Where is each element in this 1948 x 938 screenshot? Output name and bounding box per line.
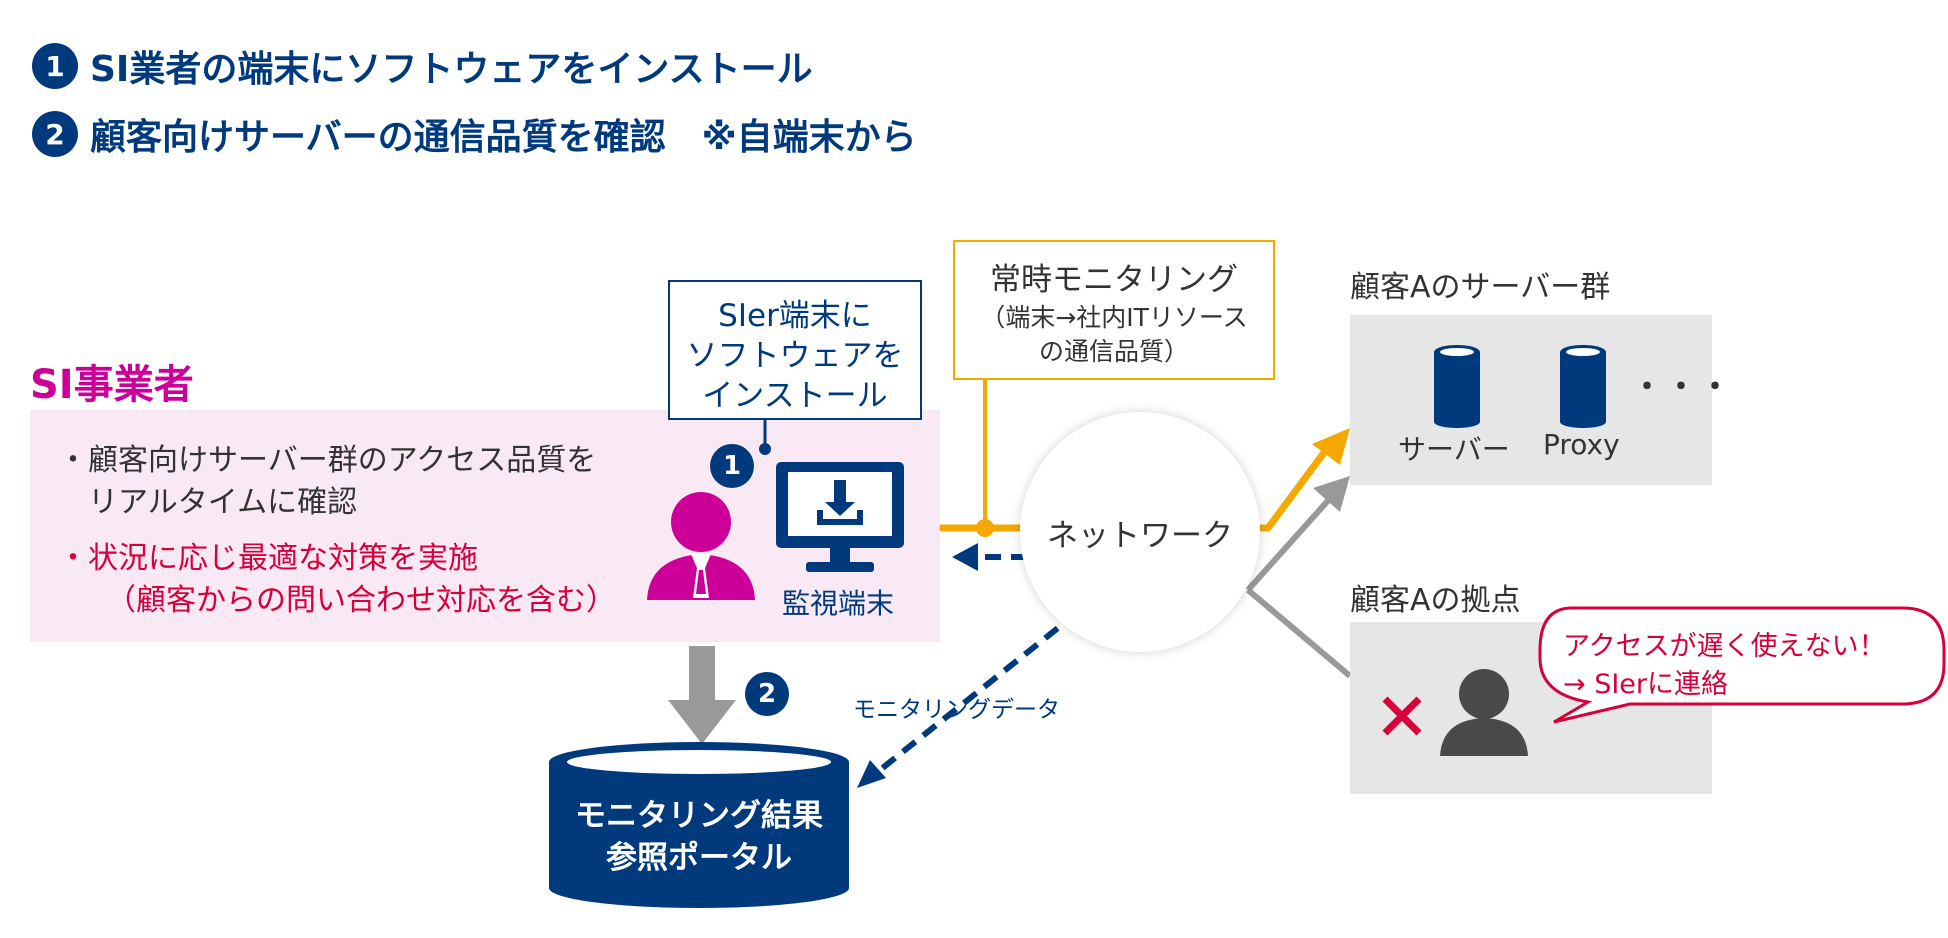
return-arrow-icon <box>952 543 978 571</box>
step-2: 2 顧客向けサーバーの通信品質を確認 ※自端末から <box>32 108 917 160</box>
portal-arrow-icon <box>857 760 886 788</box>
monitoring-sub-2: の通信品質） <box>1038 337 1189 366</box>
portal-cylinder-icon <box>549 742 849 908</box>
network-label: ネットワーク <box>1047 517 1233 554</box>
server-group-panel <box>1350 315 1712 485</box>
step-2-flow-badge: 2 <box>745 672 789 716</box>
portal-label: モニタリング結果 参照ポータル <box>548 795 850 879</box>
bullet-2-line-2: （顧客からの問い合わせ対応を含む） <box>106 583 616 618</box>
bullet-countermeasure: ・状況に応じ最適な対策を実施 （顧客からの問い合わせ対応を含む） <box>58 538 616 622</box>
more-servers-ellipsis: ・・・ <box>1632 370 1734 405</box>
server-label: サーバー <box>1398 433 1510 466</box>
step-1-badge: 1 <box>32 43 78 89</box>
monitoring-sub-1: （端末→社内ITリソース <box>980 303 1248 332</box>
monitoring-callout: 常時モニタリング （端末→社内ITリソース の通信品質） <box>953 240 1275 380</box>
proxy-icon <box>1560 345 1606 428</box>
bullet-realtime-check: ・顧客向けサーバー群のアクセス品質を リアルタイムに確認 <box>58 440 596 524</box>
customer-user-icon <box>1440 669 1528 756</box>
server-group-title: 顧客Aのサーバー群 <box>1350 270 1611 305</box>
down-arrow-shaft <box>689 646 715 702</box>
monitoring-title: 常時モニタリング <box>990 262 1238 298</box>
install-connector-dot <box>759 443 771 455</box>
install-line-3: インストール <box>702 378 888 414</box>
monitoring-pc-label: 監視端末 <box>782 587 895 620</box>
monitoring-pc-icon <box>776 462 904 572</box>
proxy-label: Proxy <box>1543 428 1620 461</box>
step-2-badge: 2 <box>32 111 78 157</box>
install-line-2: ソフトウェアを <box>686 338 904 374</box>
error-x-icon <box>1382 696 1422 736</box>
bullet-1-line-2: リアルタイムに確認 <box>58 485 358 520</box>
monitoring-subtitle: （端末→社内ITリソース の通信品質） <box>955 301 1273 369</box>
data-to-portal-line <box>878 609 1080 773</box>
site-group-title: 顧客Aの拠点 <box>1350 583 1521 618</box>
complaint-line-1: アクセスが遅く使えない！ <box>1563 631 1886 662</box>
complaint-text: アクセスが遅く使えない！ → SIerに連絡 <box>1563 628 1886 704</box>
gray-arrow-icon <box>1313 476 1350 512</box>
portal-line-1: モニタリング結果 <box>575 798 823 834</box>
install-callout: SIer端末に ソフトウェアを インストール <box>668 280 922 420</box>
si-operator-icon <box>647 492 755 600</box>
down-arrow-icon <box>668 700 736 744</box>
gray-line-to-servers <box>1245 492 1336 593</box>
si-title: SI事業者 <box>30 362 194 408</box>
bullet-1-line-1: ・顧客向けサーバー群のアクセス品質を <box>58 443 597 478</box>
step-1-text: SI業者の端末にソフトウェアをインストール <box>90 49 813 90</box>
monitoring-point <box>976 519 994 537</box>
network-node: ネットワーク <box>1020 412 1260 652</box>
portal-line-2: 参照ポータル <box>606 840 792 876</box>
server-icon <box>1434 345 1480 428</box>
step-2-text: 顧客向けサーバーの通信品質を確認 ※自端末から <box>90 117 917 158</box>
monitoring-data-label: モニタリングデータ <box>853 697 1060 723</box>
gray-line-to-site <box>1246 587 1352 679</box>
bullet-2-line-1: ・状況に応じ最適な対策を実施 <box>58 541 478 576</box>
arrow-to-servers-icon <box>1312 428 1350 465</box>
step-1: 1 SI業者の端末にソフトウェアをインストール <box>32 40 813 92</box>
complaint-line-2: → SIerに連絡 <box>1563 669 1729 700</box>
install-badge: 1 <box>710 444 754 488</box>
install-line-1: SIer端末に <box>718 298 872 334</box>
complaint-bubble <box>1538 606 1946 724</box>
